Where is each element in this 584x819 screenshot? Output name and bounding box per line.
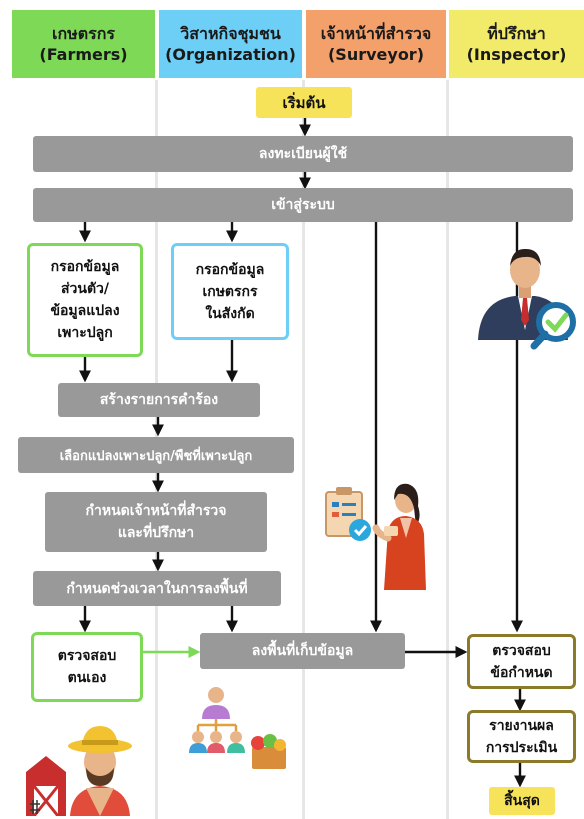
step-label: ในสังกัด bbox=[205, 305, 255, 322]
step-select-plot: เลือกแปลงเพาะปลูก/พืชที่เพาะปลูก bbox=[18, 437, 294, 473]
lane-header-surveyor: เจ้าหน้าที่สำรวจ (Surveyor) bbox=[306, 10, 446, 78]
step-label: กรอกข้อมูล bbox=[50, 259, 120, 275]
lane-header-farmers: เกษตรกร (Farmers) bbox=[12, 10, 155, 78]
step-label: รายงานผล bbox=[489, 717, 554, 734]
step-label: กำหนดช่วงเวลาในการลงพื้นที่ bbox=[66, 580, 248, 597]
step-label: ลงพื้นที่เก็บข้อมูล bbox=[251, 643, 354, 659]
step-label: เข้าสู่ระบบ bbox=[271, 197, 335, 213]
step-label: กำหนดเจ้าหน้าที่สำรวจ bbox=[85, 503, 227, 519]
lane-header-inspector: ที่ปรึกษา (Inspector) bbox=[449, 10, 584, 78]
lane-divider bbox=[302, 80, 305, 819]
step-label: ส่วนตัว/ bbox=[60, 281, 110, 297]
step-label: ตรวจสอบ bbox=[492, 642, 551, 659]
step-label: ตนเอง bbox=[67, 670, 107, 686]
step-label: ตรวจสอบ bbox=[57, 648, 117, 664]
lane-role: (Surveyor) bbox=[327, 45, 425, 64]
step-label: การประเมิน bbox=[485, 739, 558, 756]
step-self-check: ตรวจสอบ ตนเอง bbox=[31, 632, 143, 702]
organization-hierarchy-icon bbox=[189, 687, 286, 769]
step-label: ลงทะเบียนผู้ใช้ bbox=[258, 146, 348, 162]
step-report: รายงานผล การประเมิน bbox=[467, 710, 576, 763]
step-label: และที่ปรึกษา bbox=[117, 525, 195, 541]
lane-title: เกษตรกร bbox=[52, 24, 115, 43]
businessman-magnifier-icon bbox=[478, 248, 576, 350]
lane-title: วิสาหกิจชุมชน bbox=[180, 24, 281, 43]
start-terminal: เริ่มต้น bbox=[256, 87, 352, 118]
end-label: สิ้นสุด bbox=[504, 793, 540, 809]
step-label: สร้างรายการคำร้อง bbox=[99, 392, 219, 408]
step-register: ลงทะเบียนผู้ใช้ bbox=[33, 136, 573, 172]
step-inspect-requirements: ตรวจสอบ ข้อกำหนด bbox=[467, 634, 576, 689]
step-label: เกษตรกร bbox=[202, 283, 258, 300]
step-label: ข้อมูลแปลง bbox=[50, 303, 120, 319]
lane-role: (Inspector) bbox=[466, 45, 567, 64]
end-terminal: สิ้นสุด bbox=[489, 787, 555, 815]
lane-title: เจ้าหน้าที่สำรวจ bbox=[320, 24, 432, 43]
step-field-collect: ลงพื้นที่เก็บข้อมูล bbox=[200, 633, 405, 669]
step-schedule: กำหนดช่วงเวลาในการลงพื้นที่ bbox=[33, 571, 281, 606]
step-label: ข้อกำหนด bbox=[490, 664, 553, 681]
farmer-barn-icon bbox=[26, 726, 132, 816]
lane-role: (Organization) bbox=[165, 45, 296, 64]
lane-divider bbox=[446, 80, 449, 819]
step-org-fill-data: กรอกข้อมูล เกษตรกร ในสังกัด bbox=[171, 243, 289, 340]
start-label: เริ่มต้น bbox=[282, 93, 326, 112]
lane-role: (Farmers) bbox=[39, 45, 128, 64]
step-login: เข้าสู่ระบบ bbox=[33, 188, 573, 222]
step-label: เลือกแปลงเพาะปลูก/พืชที่เพาะปลูก bbox=[59, 448, 253, 464]
step-label: เพาะปลูก bbox=[57, 325, 113, 341]
step-farmer-fill-data: กรอกข้อมูล ส่วนตัว/ ข้อมูลแปลง เพาะปลูก bbox=[27, 243, 143, 357]
step-label: กรอกข้อมูล bbox=[195, 261, 265, 278]
lane-title: ที่ปรึกษา bbox=[487, 24, 546, 43]
step-assign-staff: กำหนดเจ้าหน้าที่สำรวจ และที่ปรึกษา bbox=[45, 492, 267, 552]
lane-header-organization: วิสาหกิจชุมชน (Organization) bbox=[159, 10, 302, 78]
step-create-request: สร้างรายการคำร้อง bbox=[58, 383, 260, 417]
surveyor-clipboard-icon bbox=[325, 483, 426, 590]
